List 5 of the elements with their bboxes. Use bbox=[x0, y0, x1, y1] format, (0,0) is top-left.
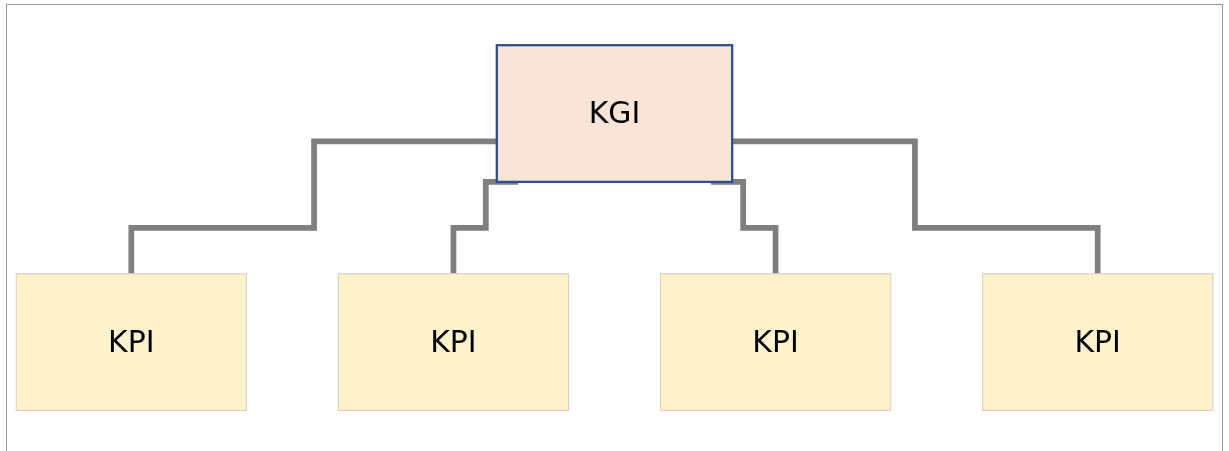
node-box: KGI bbox=[495, 44, 734, 184]
node-box: KPI bbox=[659, 273, 892, 412]
node-box: KPI bbox=[982, 273, 1214, 412]
node-box: KPI bbox=[15, 273, 247, 412]
node-box: KPI bbox=[337, 273, 570, 412]
